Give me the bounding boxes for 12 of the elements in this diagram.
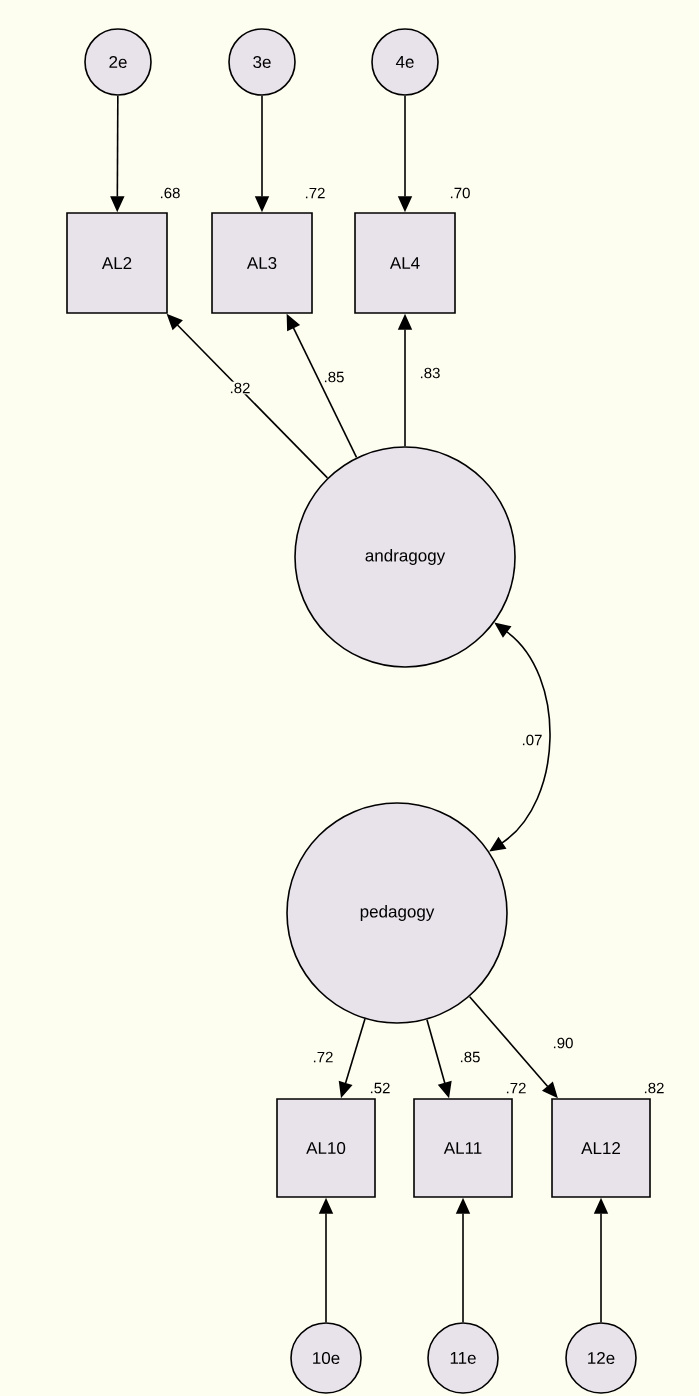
coefficient-label: .70 xyxy=(450,187,470,199)
observed-variable-box: AL10 xyxy=(276,1098,376,1198)
coefficient-label: .52 xyxy=(370,1082,390,1094)
observed-variable-box: AL12 xyxy=(551,1098,651,1198)
observed-variable-box: AL4 xyxy=(354,212,456,314)
observed-variable-box: AL11 xyxy=(413,1098,513,1198)
observed-variable-box: AL3 xyxy=(211,212,313,314)
observed-variable-box: AL2 xyxy=(66,212,168,314)
coefficient-label: .82 xyxy=(644,1082,664,1094)
coefficient-label: .72 xyxy=(305,187,325,199)
coefficient-label: .68 xyxy=(160,187,180,199)
coefficient-label: .72 xyxy=(506,1082,526,1094)
